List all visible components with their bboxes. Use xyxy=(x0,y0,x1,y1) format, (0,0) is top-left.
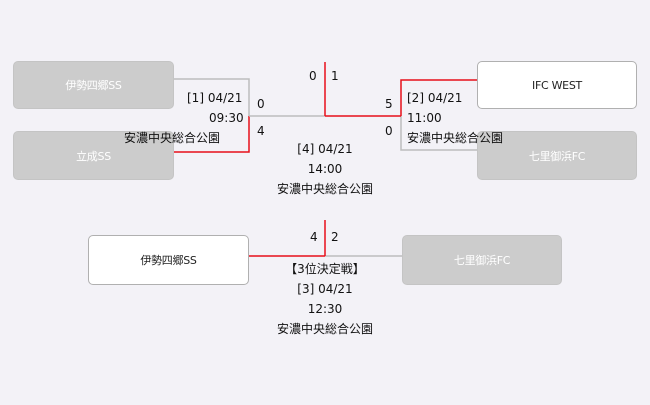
final-score-left: 0 xyxy=(309,69,317,83)
match1-time: 09:30 xyxy=(209,111,244,125)
match2-time: 11:00 xyxy=(407,111,442,125)
third-venue: 安濃中央総合公園 xyxy=(276,322,373,336)
team-name: 七里御浜FC xyxy=(453,254,511,267)
third-score-left: 4 xyxy=(310,230,318,244)
third-title: 【3位決定戦】 xyxy=(285,262,365,276)
final-venue: 安濃中央総合公園 xyxy=(276,182,373,196)
bracket-line-t4 xyxy=(400,116,477,151)
team-box-t2: 立成SS xyxy=(13,131,174,180)
final-time: 14:00 xyxy=(307,162,343,176)
team-name: 立成SS xyxy=(76,149,111,163)
match2-label: [2] 04/21 xyxy=(407,91,463,105)
match2-score-bottom: 0 xyxy=(385,124,393,138)
match2-venue: 安濃中央総合公園 xyxy=(407,131,504,145)
third-label: [3] 04/21 xyxy=(297,282,353,296)
team-box-t4: 七里御浜FC xyxy=(477,131,637,180)
final-score-right: 1 xyxy=(331,69,339,83)
team-box-third-left: 伊勢四郷SS xyxy=(88,235,249,285)
final-label: [4] 04/21 xyxy=(297,142,353,156)
team-name: 七里御浜FC xyxy=(528,149,586,163)
team-box-t1: 伊勢四郷SS xyxy=(13,61,174,109)
match1-label: [1] 04/21 xyxy=(187,91,243,105)
team-name: IFC WEST xyxy=(532,78,582,92)
bracket-line-t3 xyxy=(400,79,477,116)
match1-score-top: 0 xyxy=(257,97,265,111)
bracket-line-t1 xyxy=(174,78,250,116)
match1-score-bottom: 4 xyxy=(257,124,265,138)
match2-score-top: 5 xyxy=(385,97,393,111)
match1-venue: 安濃中央総合公園 xyxy=(124,131,221,145)
third-score-right: 2 xyxy=(331,230,339,244)
team-box-t3: IFC WEST xyxy=(477,61,637,109)
team-name: 伊勢四郷SS xyxy=(65,79,122,92)
bracket-line-t2 xyxy=(174,116,250,153)
team-name: 伊勢四郷SS xyxy=(140,254,197,267)
team-box-third-right: 七里御浜FC xyxy=(402,235,562,285)
third-time: 12:30 xyxy=(307,302,343,316)
